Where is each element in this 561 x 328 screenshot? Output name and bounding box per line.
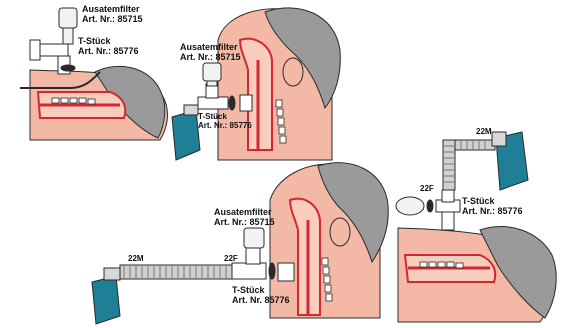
corrugated-hose-3 (120, 265, 232, 279)
filter-title-1: Ausatemfilter (82, 4, 143, 14)
filter-art-1: Art. Nr.: 85715 (82, 14, 143, 24)
connector-label-3: 22F (224, 254, 238, 263)
trachea-rings-1 (52, 98, 95, 104)
expiration-filter-4 (396, 197, 424, 215)
tpiece-title-1: T-Stück (78, 36, 139, 46)
tpiece-label-4: T-Stück Art. Nr.: 85776 (462, 196, 523, 216)
patient-head-upright-2 (218, 8, 340, 160)
corrugated-hose-4 (443, 140, 495, 190)
expiration-filter-3 (244, 228, 264, 248)
tpiece-art-2: Art. Nr.: 85776 (198, 121, 252, 130)
panel-top-left (20, 8, 167, 140)
trachea-rings-4 (420, 262, 463, 268)
filter-label-2: Ausatemfilter Art. Nr.: 85715 (180, 42, 241, 62)
panel-right (396, 132, 556, 322)
tpiece-label-3: T-Stück Art. Nr. 85776 (232, 285, 290, 305)
filter-title-3: Ausatemfilter (214, 207, 275, 217)
connector-label-4: 22F (420, 184, 434, 193)
patient-head-lying-1 (30, 66, 167, 140)
spirometer-device-3 (92, 268, 120, 324)
filter-art-2: Art. Nr.: 85715 (180, 52, 241, 62)
filter-label-1: Ausatemfilter Art. Nr.: 85715 (82, 4, 143, 24)
tube-label-3: 22M (128, 254, 144, 263)
tpiece-label-1: T-Stück Art. Nr.: 85776 (78, 36, 139, 56)
tpiece-title-3: T-Stück (232, 285, 290, 295)
spirometer-device-4 (492, 132, 528, 190)
tpiece-title-4: T-Stück (462, 196, 523, 206)
tpiece-art-4: Art. Nr.: 85776 (462, 206, 523, 216)
t-piece-4 (427, 190, 460, 230)
patient-head-lying-4 (398, 226, 556, 322)
tube-label-4: 22M (476, 127, 492, 136)
tpiece-title-2: T-Stück (198, 112, 252, 121)
spirometer-device-2 (172, 105, 200, 160)
tpiece-art-3: Art. Nr. 85776 (232, 295, 290, 305)
filter-label-3: Ausatemfilter Art. Nr.: 85715 (214, 207, 275, 227)
tpiece-label-2: T-Stück Art. Nr.: 85776 (198, 112, 252, 130)
tpiece-art-1: Art. Nr.: 85776 (78, 46, 139, 56)
filter-title-2: Ausatemfilter (180, 42, 241, 52)
panel-top-middle (172, 8, 340, 160)
filter-art-3: Art. Nr.: 85715 (214, 217, 275, 227)
